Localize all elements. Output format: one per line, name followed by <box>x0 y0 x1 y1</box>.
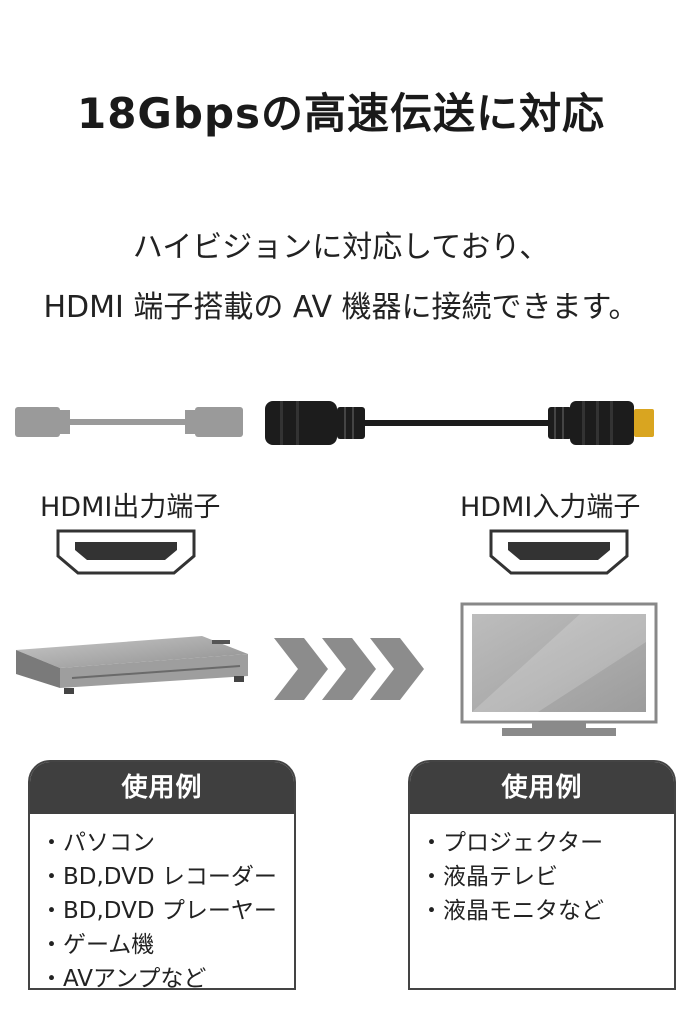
hdmi-output-port-icon <box>56 529 196 575</box>
hdmi-cable-illustration <box>15 401 654 445</box>
output-port-label: HDMI出力端子 <box>40 492 221 523</box>
usage-examples-output-card: 使用例 パソコン BD,DVD レコーダー BD,DVD プレーヤー ゲーム機 … <box>28 760 296 990</box>
list-item: ゲーム機 <box>40 928 294 962</box>
gray-cable-icon <box>15 407 243 437</box>
description-line-2: HDMI 端子搭載の AV 機器に接続できます。 <box>43 290 639 325</box>
tv-monitor-icon <box>460 602 658 736</box>
black-cable-icon <box>265 401 654 445</box>
usage-examples-heading: 使用例 <box>410 762 674 814</box>
list-item: パソコン <box>40 826 294 860</box>
usage-examples-list: パソコン BD,DVD レコーダー BD,DVD プレーヤー ゲーム機 AVアン… <box>30 814 294 988</box>
list-item: 液晶モニタなど <box>420 894 674 928</box>
input-port-label: HDMI入力端子 <box>460 492 641 523</box>
list-item: BD,DVD レコーダー <box>40 860 294 894</box>
hdmi-input-port-icon <box>489 529 629 575</box>
usage-examples-input-card: 使用例 プロジェクター 液晶テレビ 液晶モニタなど <box>408 760 676 990</box>
list-item: プロジェクター <box>420 826 674 860</box>
arrow-right-icon <box>274 638 424 700</box>
usage-examples-heading: 使用例 <box>30 762 294 814</box>
usage-examples-list: プロジェクター 液晶テレビ 液晶モニタなど <box>410 814 674 928</box>
list-item: 液晶テレビ <box>420 860 674 894</box>
bd-recorder-icon <box>16 636 248 694</box>
page-title: 18Gbpsの高速伝送に対応 <box>76 89 606 138</box>
list-item: AVアンプなど <box>40 962 294 988</box>
description-line-1: ハイビジョンに対応しており、 <box>132 230 550 265</box>
list-item: BD,DVD プレーヤー <box>40 894 294 928</box>
